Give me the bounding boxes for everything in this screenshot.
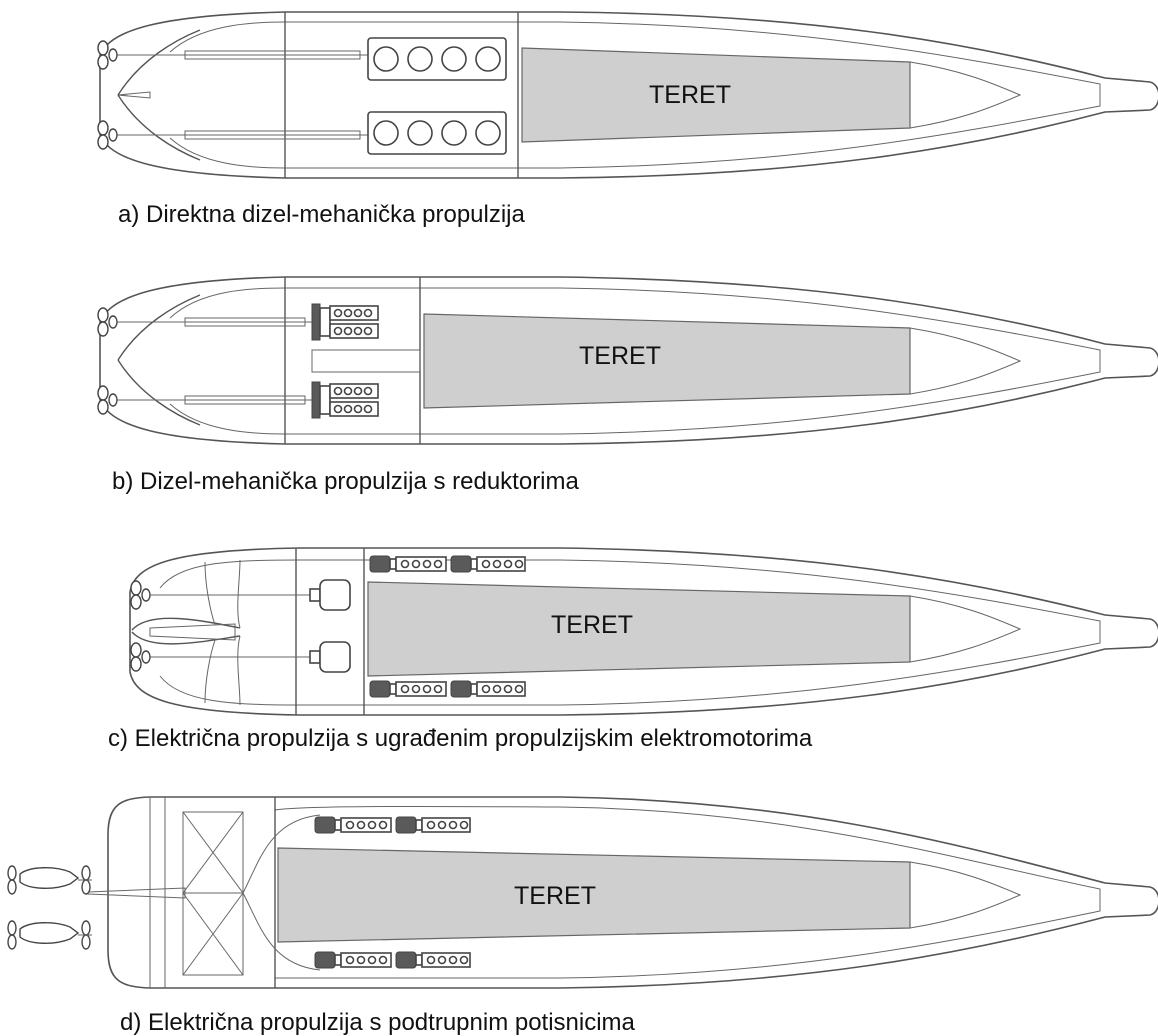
diesel-engine-icon bbox=[367, 111, 507, 155]
cargo-label: TERET bbox=[649, 81, 731, 109]
engine-room-casing bbox=[311, 349, 421, 373]
cargo-hold-bow bbox=[909, 61, 1022, 129]
cargo-hold-bow bbox=[909, 861, 1022, 929]
electric-motor-icon bbox=[309, 641, 351, 673]
cargo-hold-bow bbox=[909, 595, 1022, 663]
stern-skeg bbox=[117, 91, 151, 99]
frame-line bbox=[204, 561, 216, 626]
reduction-gear-icon bbox=[311, 381, 331, 419]
generator-icon bbox=[450, 555, 526, 573]
stern-curve bbox=[131, 631, 241, 645]
reduction-gear-icon bbox=[311, 303, 331, 341]
propeller-icon bbox=[97, 385, 118, 415]
propeller-icon bbox=[130, 580, 151, 610]
frame-line bbox=[204, 639, 216, 704]
shaft-tunnel bbox=[184, 395, 306, 405]
diesel-engine-icon bbox=[367, 37, 507, 81]
stern-skeg bbox=[149, 623, 236, 641]
caption-b: b) Dizel-mehanička propulzija s reduktor… bbox=[112, 468, 580, 495]
generator-icon bbox=[450, 680, 526, 698]
cargo-hold bbox=[367, 581, 911, 677]
generator-icon bbox=[369, 680, 447, 698]
shaft-tunnel bbox=[184, 130, 361, 140]
hull-inner-outline bbox=[274, 805, 1101, 979]
cargo-label: TERET bbox=[514, 882, 596, 910]
generator-icon bbox=[395, 951, 471, 969]
stern-curve-top bbox=[117, 294, 201, 361]
propeller-icon bbox=[97, 40, 118, 70]
diesel-engine-icon bbox=[329, 383, 379, 417]
azimuth-thruster-icon bbox=[7, 865, 92, 895]
ship-panel-a: TERET bbox=[97, 11, 1158, 179]
cable-route bbox=[242, 892, 321, 971]
electric-motor-icon bbox=[309, 579, 351, 611]
thruster-room bbox=[182, 811, 244, 976]
stern-curve-bottom bbox=[117, 94, 201, 161]
cargo-label: TERET bbox=[551, 611, 633, 639]
propeller-icon bbox=[97, 120, 118, 150]
cargo-hold bbox=[521, 47, 911, 143]
stern-curve-bottom bbox=[117, 359, 201, 426]
ship-panel-b: TERET bbox=[97, 276, 1158, 445]
generator-icon bbox=[314, 951, 392, 969]
frame-line bbox=[237, 635, 241, 706]
caption-d: d) Električna propulzija s podtrupnim po… bbox=[120, 1009, 636, 1036]
shaft-tunnel bbox=[184, 317, 306, 327]
stern-curve bbox=[131, 617, 241, 631]
shaft-tunnel bbox=[184, 50, 361, 60]
generator-icon bbox=[314, 816, 392, 834]
cargo-hold bbox=[423, 313, 911, 409]
caption-c: c) Električna propulzija s ugrađenim pro… bbox=[108, 725, 813, 752]
cable-route bbox=[242, 814, 321, 894]
cargo-label: TERET bbox=[579, 342, 661, 370]
generator-icon bbox=[369, 555, 447, 573]
cargo-hold-bow bbox=[909, 327, 1022, 395]
ship-panel-d: TERET bbox=[7, 796, 1158, 989]
diesel-engine-icon bbox=[329, 305, 379, 339]
stern-curve-top bbox=[117, 29, 201, 96]
azimuth-thruster-icon bbox=[7, 920, 92, 950]
caption-a: a) Direktna dizel-mehanička propulzija bbox=[118, 201, 526, 228]
ship-panel-c: TERET bbox=[129, 547, 1158, 716]
generator-icon bbox=[395, 816, 471, 834]
hull-inner-outline bbox=[159, 559, 1101, 706]
propeller-icon bbox=[97, 307, 118, 337]
propeller-icon bbox=[130, 642, 151, 672]
